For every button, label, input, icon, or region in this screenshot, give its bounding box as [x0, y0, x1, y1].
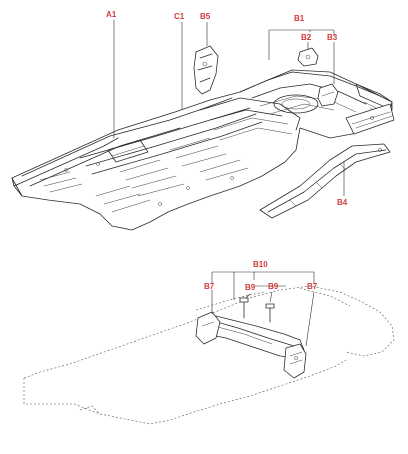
- callout-b10: B10: [253, 260, 268, 269]
- callout-a1: A1: [106, 10, 117, 19]
- callout-b4: B4: [337, 198, 348, 207]
- callout-b1: B1: [294, 14, 305, 23]
- callout-b3: B3: [327, 33, 338, 42]
- bottom-floor-outline: [23, 285, 395, 425]
- b5-seat-bracket-part: [193, 45, 219, 95]
- callout-b7-left: B7: [204, 282, 215, 291]
- callout-b9-right: B9: [268, 282, 279, 291]
- callout-b7-right: B7: [307, 282, 318, 291]
- callout-c1: C1: [174, 12, 185, 21]
- b7-right-mount-part: [283, 343, 307, 379]
- callout-b5: B5: [200, 12, 211, 21]
- b2-bracket-part: [297, 47, 319, 67]
- rear-crossmember-part: [345, 103, 395, 135]
- b9-left-bolt-part: [239, 297, 249, 319]
- leader-lines: [113, 20, 345, 347]
- callout-labels: A1 C1 B5 B1 B2 B3 B4 B10 B7 B9 B9 B7: [106, 10, 348, 292]
- b4-rear-side-member-part: [259, 143, 391, 219]
- callout-b9-left: B9: [245, 283, 256, 292]
- floor-pan-assembly: [11, 69, 393, 231]
- b9-right-bolt-part: [265, 303, 275, 323]
- callout-b2: B2: [301, 33, 312, 42]
- b3-bracket-part: [317, 83, 339, 107]
